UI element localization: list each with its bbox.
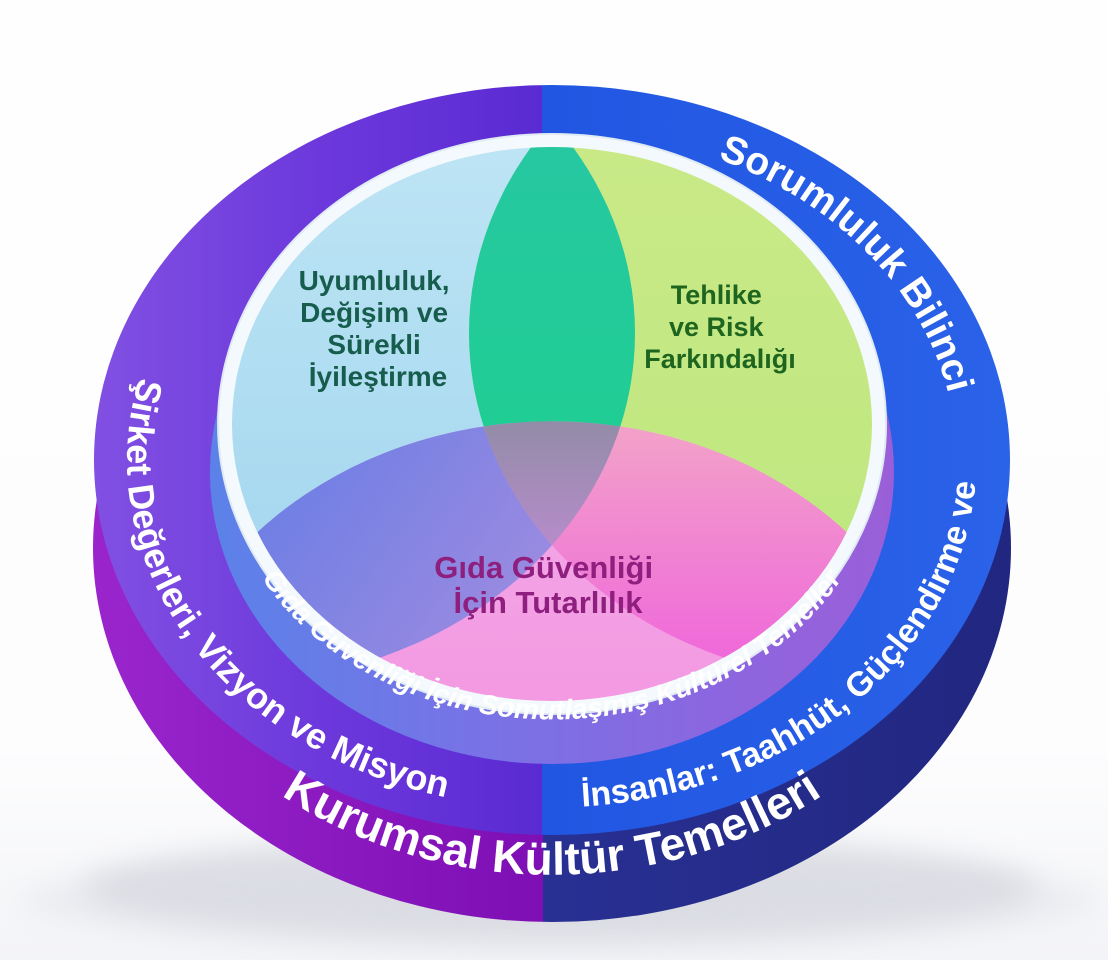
venn-center-lens [483,421,621,546]
venn-left-label-line2: Değişim ve [300,297,448,328]
venn-left-label-line1: Uyumluluk, [299,265,450,296]
venn-right-label: Tehlike ve Risk Farkındalığı [644,280,796,374]
venn-bottom-label-line1: Gıda Güvenliği [434,550,653,585]
venn-right-label-line3: Farkındalığı [644,344,796,374]
venn-bottom-label-line2: İçin Tutarlılık [454,585,644,620]
venn-left-label-line3: Sürekli [327,329,420,360]
venn-right-label-line1: Tehlike [671,280,762,310]
venn-left-label: Uyumluluk, Değişim ve Sürekli İyileştirm… [299,265,458,392]
venn-left-label-line4: İyileştirme [309,361,448,392]
venn-right-label-line2: ve Risk [669,312,765,342]
venn-bottom-label: Gıda Güvenliği İçin Tutarlılık [434,550,661,620]
